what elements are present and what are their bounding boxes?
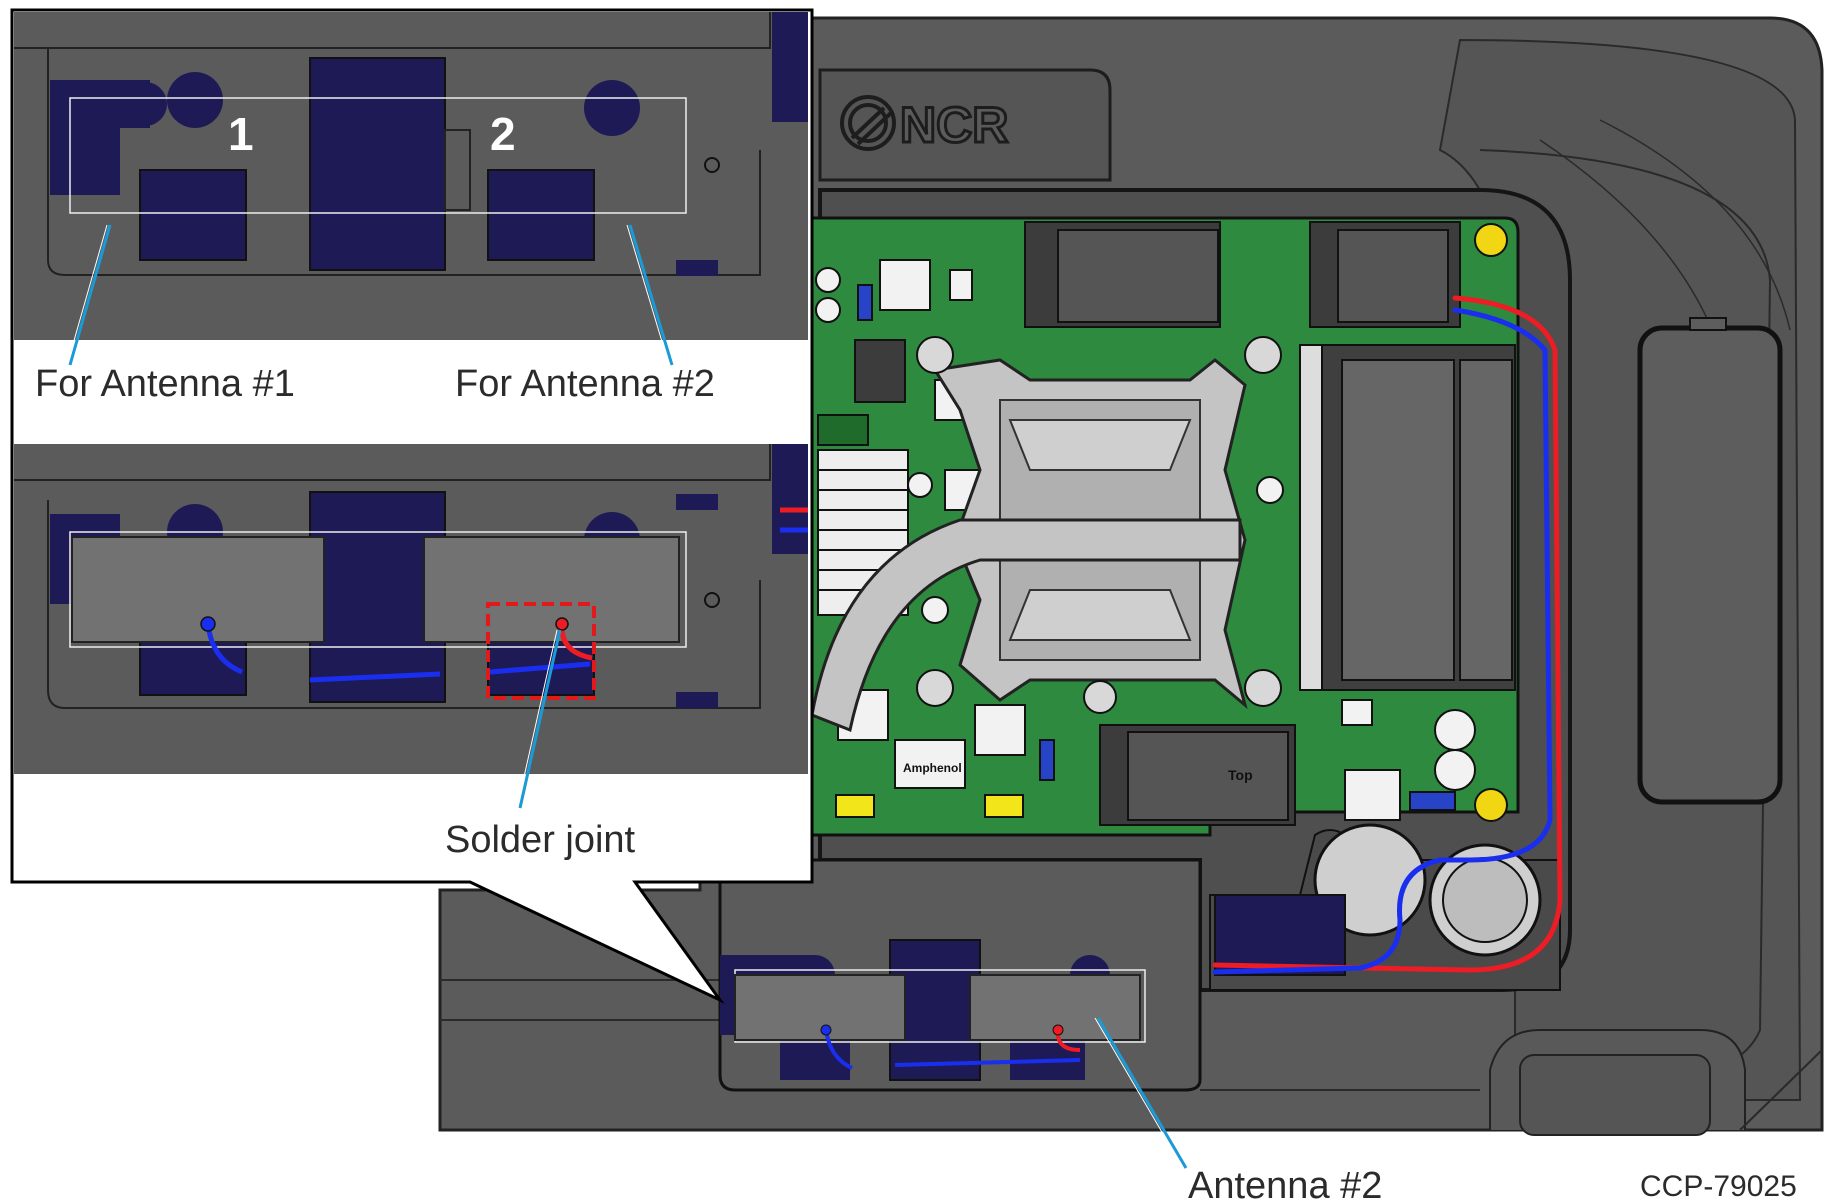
label-for-antenna-1: For Antenna #1 [35,363,295,405]
antenna-1-pad-zoom [71,536,325,643]
label-for-antenna-2: For Antenna #2 [455,363,715,405]
figure-id: CCP-79025 [1640,1170,1797,1200]
zoom-installed-antennas [14,444,808,774]
leader-lines-top [68,224,674,366]
antenna-2-pad-zoom [423,536,680,643]
zoom-empty-slots: 1 2 [14,12,808,340]
battery-cover [1637,325,1783,805]
antenna-2-pad-device [969,974,1141,1041]
antenna-wires [1212,295,1563,975]
slot-2-number: 2 [490,108,516,160]
label-solder-joint: Solder joint [445,819,636,861]
amphenol-connector [894,739,966,789]
ncr-logo-plate: NCR [818,68,1112,182]
slot-1-number: 1 [228,108,254,160]
connector-label: Amphenol [903,761,962,775]
label-antenna-2: Antenna #2 [1188,1165,1382,1200]
solder-joint-highlight [486,602,596,700]
ncr-logo-text: NCR [900,97,1008,153]
ncr-logo-mark [840,95,896,151]
zoom-callout: 1 2 For Antenna #1 For Antenna #2 [10,8,814,1004]
cpu-heatsink [810,336,1282,733]
module-label: Top [1228,767,1253,783]
antenna-1-pad-device [734,974,906,1041]
antenna-bracket-device [718,858,1202,1092]
